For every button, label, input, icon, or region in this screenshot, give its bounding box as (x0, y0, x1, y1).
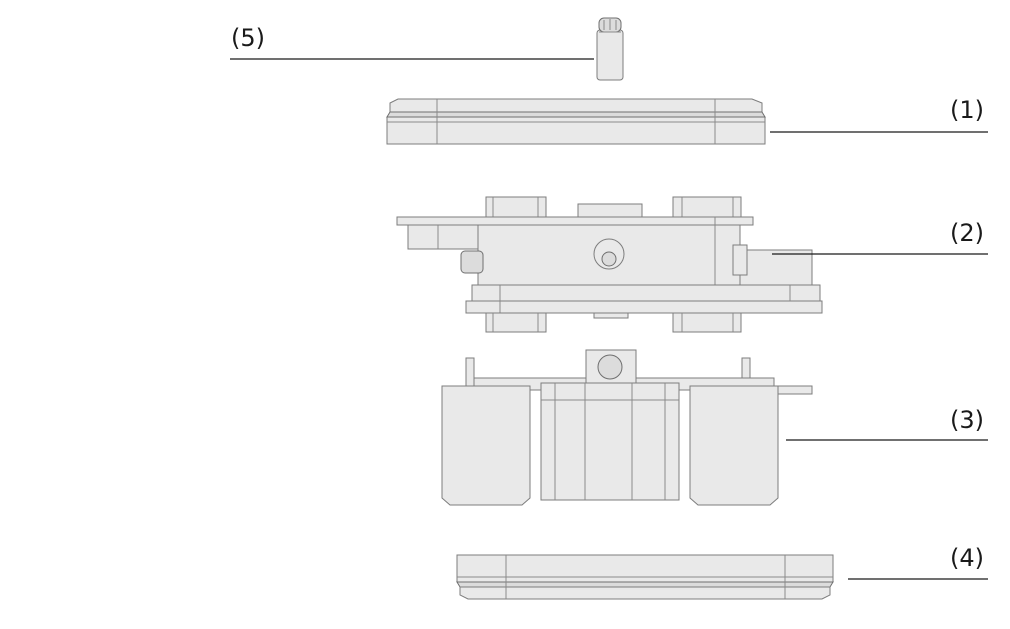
callout-5: (5) (231, 24, 265, 52)
callout-3: (3) (950, 406, 984, 434)
callout-4: (4) (950, 544, 984, 572)
part-3-housing (441, 349, 813, 506)
part-5-pin (596, 17, 624, 81)
callout-1: (1) (950, 96, 984, 124)
callout-2: (2) (950, 219, 984, 247)
part-2-connector-module (396, 196, 823, 333)
part-1-top-frame (386, 98, 766, 145)
part-4-bottom-frame (456, 554, 834, 600)
